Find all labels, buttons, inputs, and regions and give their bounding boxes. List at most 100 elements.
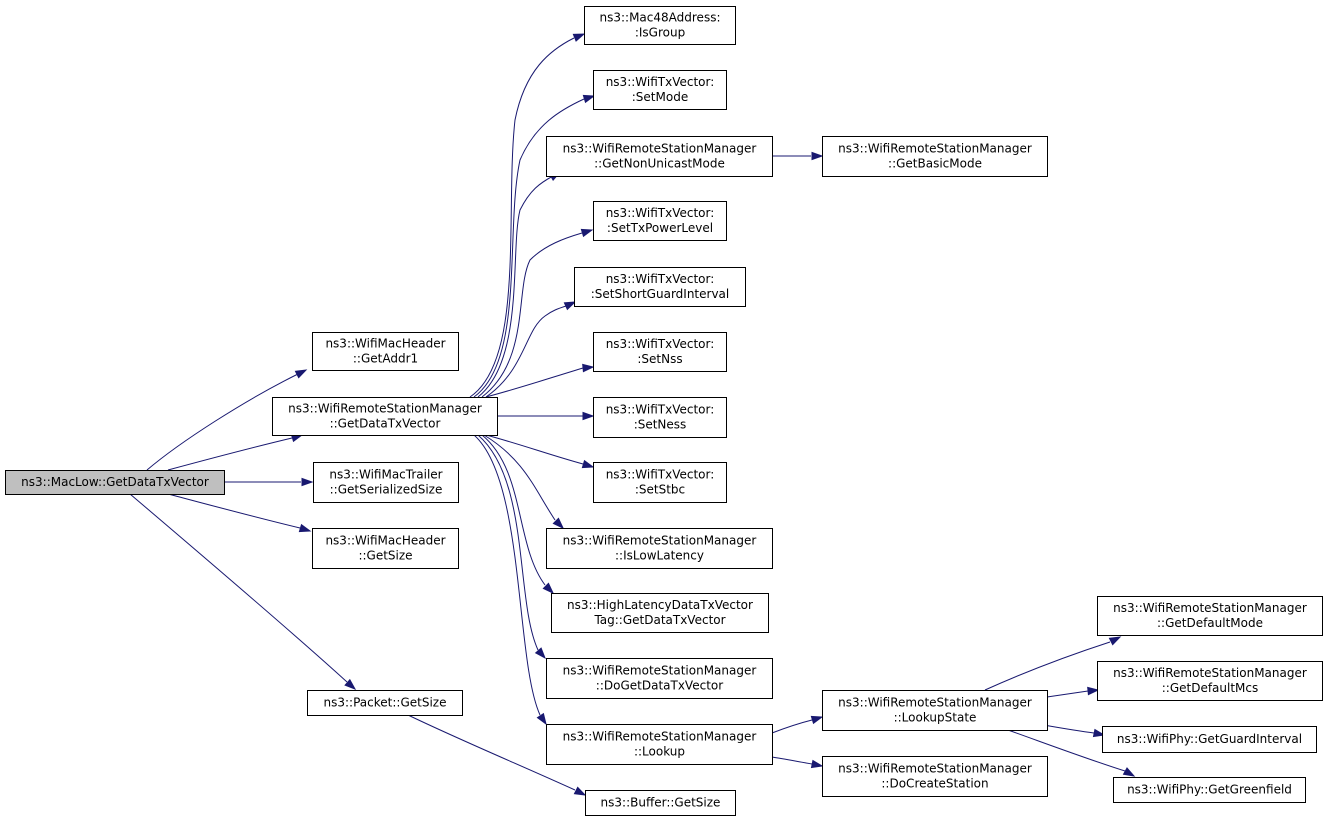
node-label-line: ::GetDefaultMode (1157, 616, 1263, 630)
node-label-line: ns3::Mac48Address: (600, 11, 721, 25)
node-label-line: ::LookupState (894, 711, 977, 725)
node-box (593, 462, 727, 503)
node-defmode[interactable]: ns3::WifiRemoteStationManager::GetDefaul… (1097, 596, 1323, 636)
node-box (307, 690, 463, 716)
node-label-line: ns3::WifiMacTrailer (329, 468, 442, 482)
edge-lookupstate-to-defmode (984, 636, 1122, 691)
edge-datatx-to-nss (485, 363, 595, 398)
node-label-line: ns3::WifiRemoteStationManager (563, 534, 757, 548)
edge-datatx-to-setmode (473, 94, 596, 398)
node-defmcs[interactable]: ns3::WifiRemoteStationManager::GetDefaul… (1097, 661, 1323, 701)
edge-datatx-to-lookup (473, 434, 547, 726)
node-mac48[interactable]: ns3::Mac48Address::IsGroup (584, 6, 736, 45)
node-label-line: :IsGroup (635, 26, 685, 40)
node-label-line: ns3::Packet::GetSize (324, 696, 447, 710)
node-label-line: ns3::HighLatencyDataTxVector (567, 598, 753, 612)
node-label-line: ns3::WifiTxVector: (606, 272, 715, 286)
edge-lookupstate-to-greenfield (1007, 729, 1136, 777)
node-pktsize[interactable]: ns3::Packet::GetSize (307, 690, 463, 716)
node-box (593, 332, 727, 372)
node-ness[interactable]: ns3::WifiTxVector::SetNess (593, 397, 727, 438)
edge-root-to-datatx (167, 433, 304, 471)
node-label-line: :SetMode (632, 90, 688, 104)
node-box (546, 528, 773, 569)
node-label-line: ::GetBasicMode (888, 157, 982, 171)
node-label-line: ns3::WifiPhy::GetGreenfield (1127, 783, 1292, 797)
node-txpower[interactable]: ns3::WifiTxVector::SetTxPowerLevel (593, 201, 727, 241)
node-hdrsize[interactable]: ns3::WifiMacHeader::GetSize (312, 528, 459, 569)
node-lookup[interactable]: ns3::WifiRemoteStationManager::Lookup (546, 724, 773, 765)
edge-datatx-to-txpower (481, 228, 594, 398)
node-box (546, 724, 773, 765)
node-box (1102, 726, 1317, 753)
node-label-line: ::GetSerializedSize (330, 483, 443, 497)
node-lowlat[interactable]: ns3::WifiRemoteStationManager::IsLowLate… (546, 528, 773, 569)
node-label-line: ns3::MacLow::GetDataTxVector (21, 475, 209, 489)
node-datatx[interactable]: ns3::WifiRemoteStationManager::GetDataTx… (272, 397, 498, 436)
node-label-line: :SetNss (637, 352, 682, 366)
edge-datatx-to-dogetdata (477, 434, 546, 660)
node-root[interactable]: ns3::MacLow::GetDataTxVector (5, 470, 225, 495)
edge-lookup-to-lookupstate (771, 715, 824, 734)
node-box (313, 462, 459, 503)
node-highlat[interactable]: ns3::HighLatencyDataTxVectorTag::GetData… (551, 593, 769, 633)
node-label-line: ns3::Buffer::GetSize (601, 796, 721, 810)
node-box (272, 397, 498, 436)
node-box (585, 790, 736, 816)
edge-datatx-to-ness (497, 411, 595, 421)
node-box (822, 136, 1048, 177)
node-box (1097, 596, 1323, 636)
node-label-line: ns3::WifiRemoteStationManager (838, 762, 1032, 776)
node-label-line: :SetStbc (635, 483, 685, 497)
node-basicmode[interactable]: ns3::WifiRemoteStationManager::GetBasicM… (822, 136, 1048, 177)
node-label-line: :SetShortGuardInterval (591, 287, 730, 301)
node-nss[interactable]: ns3::WifiTxVector::SetNss (593, 332, 727, 372)
node-docreate[interactable]: ns3::WifiRemoteStationManager::DoCreateS… (822, 756, 1048, 797)
node-label-line: ns3::WifiTxVector: (606, 403, 715, 417)
node-dogetdata[interactable]: ns3::WifiRemoteStationManager::DoGetData… (546, 658, 773, 699)
edge-nonunicast-to-basicmode (772, 151, 824, 161)
node-box (822, 690, 1048, 731)
node-label-line: ns3::WifiRemoteStationManager (288, 402, 482, 416)
node-label-line: ns3::WifiPhy::GetGuardInterval (1117, 732, 1302, 746)
node-lookupstate[interactable]: ns3::WifiRemoteStationManager::LookupSta… (822, 690, 1048, 731)
node-sgi[interactable]: ns3::WifiTxVector::SetShortGuardInterval (574, 267, 746, 307)
node-box (5, 470, 225, 495)
node-greenfield[interactable]: ns3::WifiPhy::GetGreenfield (1113, 777, 1306, 803)
node-box (546, 136, 773, 177)
node-label-line: ::IsLowLatency (615, 549, 704, 563)
node-addr1[interactable]: ns3::WifiMacHeader::GetAddr1 (312, 332, 459, 371)
node-label-line: ns3::WifiTxVector: (606, 337, 715, 351)
node-label-line: ::Lookup (634, 745, 685, 759)
edge-pktsize-to-bufsize (407, 714, 587, 796)
node-gi[interactable]: ns3::WifiPhy::GetGuardInterval (1102, 726, 1317, 753)
node-label-line: :SetTxPowerLevel (607, 221, 713, 235)
edge-root-to-hdrsize (167, 493, 312, 533)
node-nonunicast[interactable]: ns3::WifiRemoteStationManager::GetNonUni… (546, 136, 773, 177)
node-box (574, 267, 746, 307)
node-setmode[interactable]: ns3::WifiTxVector::SetMode (593, 70, 727, 110)
node-label-line: ns3::WifiRemoteStationManager (563, 142, 757, 156)
edge-root-to-pktsize (129, 493, 357, 690)
node-label-line: ::GetDataTxVector (330, 417, 441, 431)
edge-datatx-to-stbc (485, 434, 595, 469)
node-label-line: ns3::WifiRemoteStationManager (1113, 601, 1307, 615)
node-stbc[interactable]: ns3::WifiTxVector::SetStbc (593, 462, 727, 503)
edge-root-to-trailer (224, 477, 314, 487)
edge-lookupstate-to-defmcs (1046, 686, 1100, 698)
node-label-line: ::DoGetDataTxVector (596, 679, 723, 693)
edge-datatx-to-highlat (481, 434, 555, 595)
node-box (593, 201, 727, 241)
node-box (551, 593, 769, 633)
node-label-line: ::DoCreateStation (881, 777, 988, 791)
node-trailer[interactable]: ns3::WifiMacTrailer::GetSerializedSize (313, 462, 459, 503)
node-box (1113, 777, 1306, 803)
node-box (593, 70, 727, 110)
node-box (593, 397, 727, 438)
node-label-line: ns3::WifiMacHeader (325, 337, 445, 351)
node-label-line: ::GetNonUnicastMode (594, 157, 725, 171)
node-box (546, 658, 773, 699)
node-label-line: ns3::WifiRemoteStationManager (1113, 666, 1307, 680)
node-bufsize[interactable]: ns3::Buffer::GetSize (585, 790, 736, 816)
